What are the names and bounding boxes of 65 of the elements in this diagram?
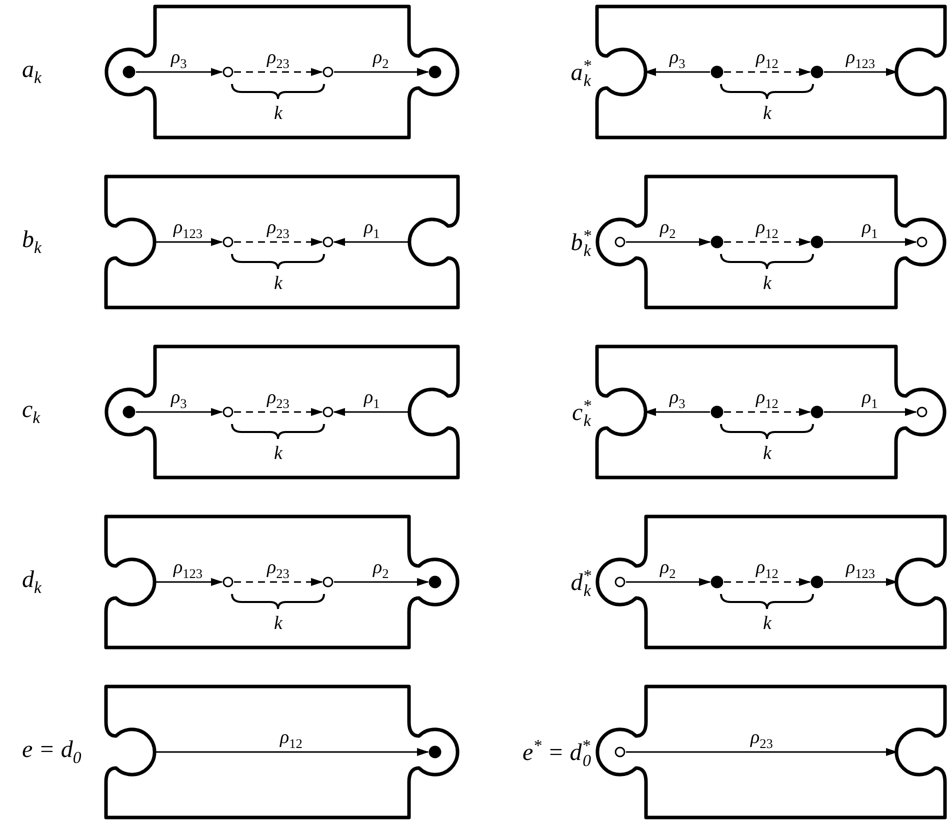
solid-dot bbox=[710, 236, 724, 248]
solid-dot bbox=[810, 406, 824, 418]
arrow bbox=[824, 408, 917, 416]
arrow bbox=[626, 748, 898, 756]
hollow-dot bbox=[614, 576, 626, 588]
brace-label: k bbox=[763, 614, 772, 633]
arrow bbox=[234, 68, 323, 76]
hollow-dot bbox=[222, 66, 234, 78]
arrow bbox=[824, 68, 898, 76]
piece-label: d$_{k}$ bbox=[22, 568, 42, 597]
arrow bbox=[333, 408, 410, 416]
arrow bbox=[724, 238, 811, 246]
arrow bbox=[724, 408, 811, 416]
arrow bbox=[136, 68, 223, 76]
arrow bbox=[626, 578, 711, 586]
hollow-dot bbox=[614, 236, 626, 248]
solid-dot bbox=[122, 66, 136, 78]
brace-label: k bbox=[763, 444, 772, 463]
arrow bbox=[234, 238, 323, 246]
piece-label: c$_{k}$ bbox=[22, 398, 40, 427]
solid-dot bbox=[428, 576, 442, 588]
arrow bbox=[824, 578, 898, 586]
solid-dot bbox=[810, 66, 824, 78]
piece-label: e = d$_{0}$ bbox=[22, 738, 82, 767]
piece-label: a$_{k}$ bbox=[22, 58, 42, 87]
arrow bbox=[234, 578, 323, 586]
arrow bbox=[824, 238, 917, 246]
arrow bbox=[234, 408, 323, 416]
arrow bbox=[724, 68, 811, 76]
brace-label: k bbox=[274, 104, 282, 123]
arrow bbox=[136, 408, 223, 416]
arrow bbox=[154, 748, 429, 756]
hollow-dot bbox=[322, 406, 334, 418]
brace-label: k bbox=[274, 444, 282, 463]
arrow bbox=[154, 238, 223, 246]
arrow bbox=[724, 578, 811, 586]
arrow bbox=[154, 578, 223, 586]
brace-label: k bbox=[274, 274, 282, 293]
arrow bbox=[644, 68, 710, 76]
hollow-dot bbox=[222, 236, 234, 248]
hollow-dot bbox=[614, 746, 626, 758]
piece-label: b$_{k}$ bbox=[22, 228, 42, 257]
solid-dot bbox=[122, 406, 136, 418]
arrow bbox=[333, 238, 410, 246]
arrow bbox=[334, 578, 429, 586]
solid-dot bbox=[710, 576, 724, 588]
hollow-dot bbox=[222, 406, 234, 418]
brace-label: k bbox=[763, 274, 772, 293]
hollow-dot bbox=[322, 576, 334, 588]
solid-dot bbox=[428, 66, 442, 78]
hollow-dot bbox=[222, 576, 234, 588]
hollow-dot bbox=[916, 406, 928, 418]
arrow bbox=[644, 408, 710, 416]
solid-dot bbox=[810, 236, 824, 248]
brace-label: k bbox=[274, 614, 282, 633]
arrow bbox=[334, 68, 429, 76]
solid-dot bbox=[810, 576, 824, 588]
solid-dot bbox=[428, 746, 442, 758]
solid-dot bbox=[710, 66, 724, 78]
hollow-dot bbox=[322, 236, 334, 248]
hollow-dot bbox=[916, 236, 928, 248]
brace-label: k bbox=[763, 104, 772, 123]
hollow-dot bbox=[322, 66, 334, 78]
solid-dot bbox=[710, 406, 724, 418]
arrow bbox=[626, 238, 711, 246]
